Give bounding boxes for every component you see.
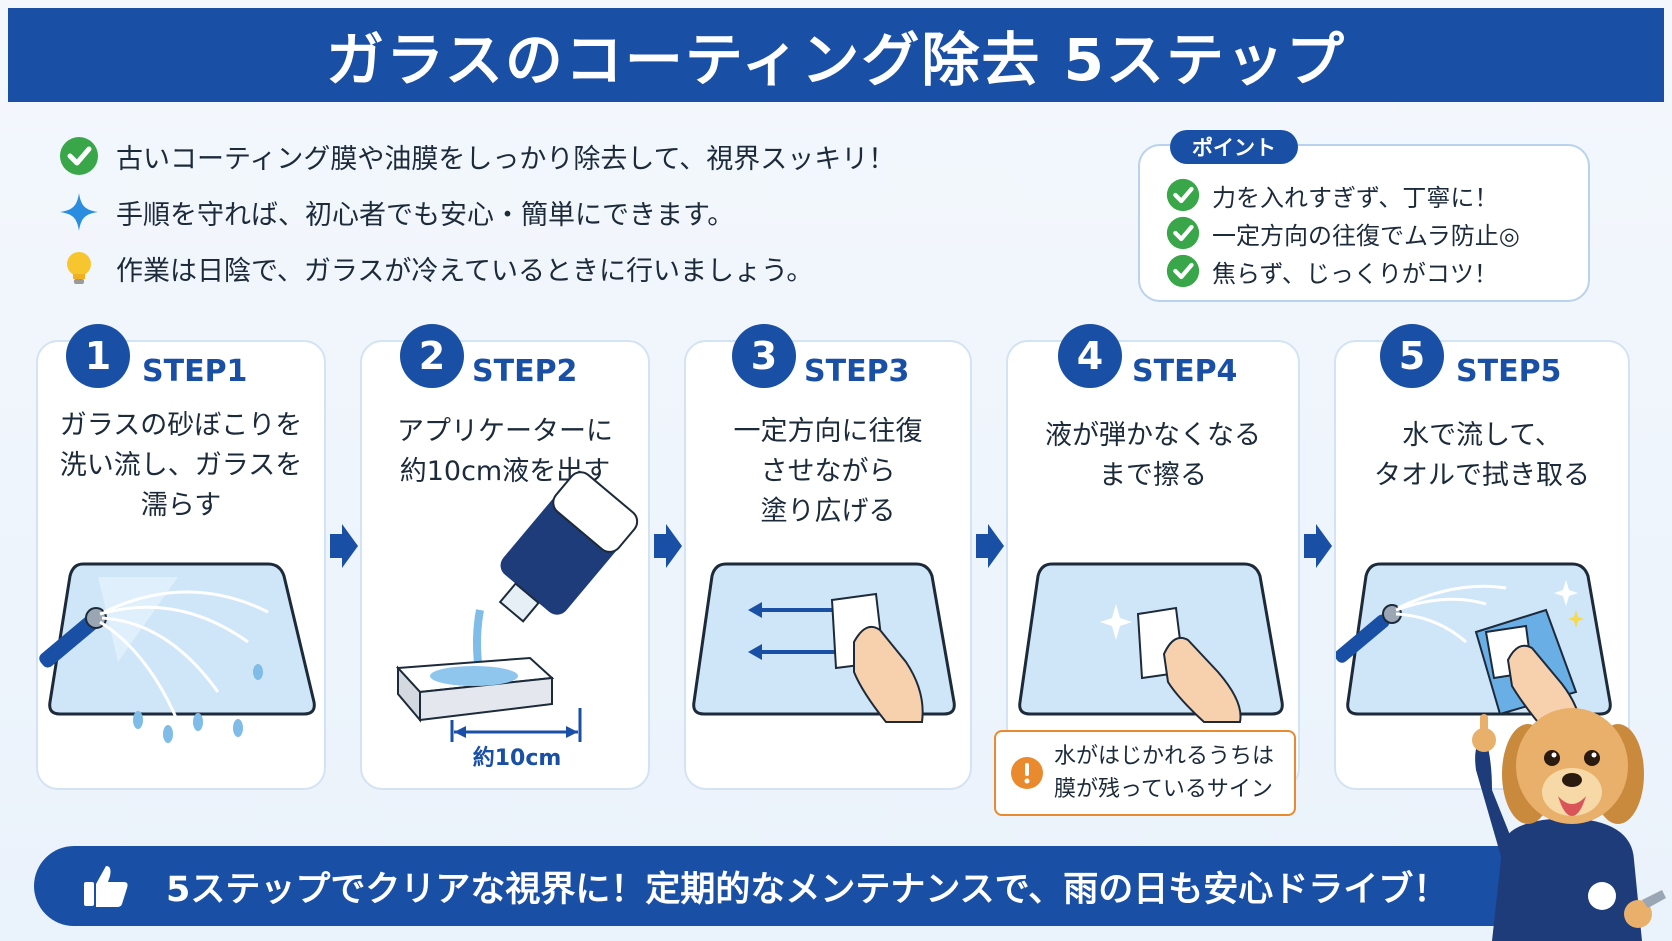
arrow-right-icon <box>976 524 1004 568</box>
point-item: 焦らず、じっくりがコツ！ <box>1166 252 1588 290</box>
intro-text: 作業は日陰で、ガラスが冷えているときに行いましょう。 <box>116 255 814 287</box>
intro-list: 古いコーティング膜や油膜をしっかり除去して、視界スッキリ！ 手順を守れば、初心者… <box>58 128 895 296</box>
arrow-right-icon <box>330 524 358 568</box>
warning-text: 水がはじかれるうちは 膜が残っているサイン <box>1054 744 1275 802</box>
thumbs-up-icon <box>84 866 128 907</box>
page-title: ガラスのコーティング除去 5ステップ <box>8 8 1664 102</box>
step-description: 一定方向に往復 させながら 塗り広げる <box>733 416 923 527</box>
step-number: 3 <box>732 324 796 388</box>
arrow-right-icon <box>1304 524 1332 568</box>
check-circle-icon <box>1166 216 1200 250</box>
point-box: ポイント 力を入れすぎず、丁寧に！ 一定方向の往復でムラ防止◎ 焦らず、じっくり… <box>1138 130 1590 302</box>
intro-item: 手順を守れば、初心者でも安心・簡単にできます。 <box>58 184 895 240</box>
step-card-3: 3 STEP3 一定方向に往復 させながら 塗り広げる <box>684 324 972 790</box>
warning-icon <box>1011 757 1043 789</box>
summary-banner: 5ステップでクリアな視界に！定期的なメンテナンスで、雨の日も安心ドライブ！ <box>34 846 1594 926</box>
warning-note: 水がはじかれるうちは 膜が残っているサイン <box>994 730 1296 816</box>
spread-glass-illustration <box>692 562 956 723</box>
point-label: ポイント <box>1170 130 1298 164</box>
step-label: STEP3 <box>804 354 910 389</box>
step-description: ガラスの砂ぼこりを 洗い流し、ガラスを 濡らす <box>59 410 303 521</box>
step-number: 1 <box>66 324 130 388</box>
point-text: 一定方向の往復でムラ防止◎ <box>1212 221 1520 250</box>
dog-mascot-illustration <box>1472 708 1666 941</box>
step-number: 4 <box>1058 324 1122 388</box>
intro-text: 手順を守れば、初心者でも安心・簡単にできます。 <box>116 199 735 231</box>
intro-text: 古いコーティング膜や油膜をしっかり除去して、視界スッキリ！ <box>116 143 896 175</box>
step-card-2: 2 STEP2 アプリケーターに 約10cm液を出す 約10cm <box>360 324 650 790</box>
intro-item: 作業は日陰で、ガラスが冷えているときに行いましょう。 <box>58 240 895 296</box>
applicator-bottle-illustration <box>395 471 639 742</box>
step-number: 5 <box>1380 324 1444 388</box>
rinse-glass-illustration <box>39 562 316 743</box>
step-label: STEP4 <box>1132 354 1238 389</box>
check-circle-icon <box>1166 178 1200 212</box>
step-label: STEP1 <box>142 354 248 389</box>
step-card-4: 4 STEP4 液が弾かなくなる まで擦る <box>1006 324 1300 790</box>
point-text: 力を入れすぎず、丁寧に！ <box>1212 183 1499 212</box>
arrow-right-icon <box>654 524 682 568</box>
step-label: STEP5 <box>1456 354 1562 389</box>
measure-label: 約10cm <box>472 746 562 771</box>
step-label: STEP2 <box>472 354 578 389</box>
check-circle-icon <box>1166 254 1200 288</box>
step-description: 液が弾かなくなる まで擦る <box>1045 420 1261 491</box>
point-text: 焦らず、じっくりがコツ！ <box>1212 259 1498 288</box>
intro-item: 古いコーティング膜や油膜をしっかり除去して、視界スッキリ！ <box>58 128 895 184</box>
summary-text: 5ステップでクリアな視界に！定期的なメンテナンスで、雨の日も安心ドライブ！ <box>166 869 1449 910</box>
rub-glass-illustration <box>1018 562 1284 723</box>
check-circle-icon <box>58 135 100 177</box>
step-description: 水で流して、 タオルで拭き取る <box>1374 420 1590 491</box>
sparkle-icon <box>58 191 100 233</box>
point-item: 一定方向の往復でムラ防止◎ <box>1166 214 1588 252</box>
rinse-wipe-illustration <box>1336 562 1612 733</box>
point-item: 力を入れすぎず、丁寧に！ <box>1166 176 1588 214</box>
lightbulb-icon <box>58 247 100 289</box>
step-number: 2 <box>400 324 464 388</box>
step-card-1: 1 STEP1 ガラスの砂ぼこりを 洗い流し、ガラスを 濡らす <box>36 324 326 790</box>
